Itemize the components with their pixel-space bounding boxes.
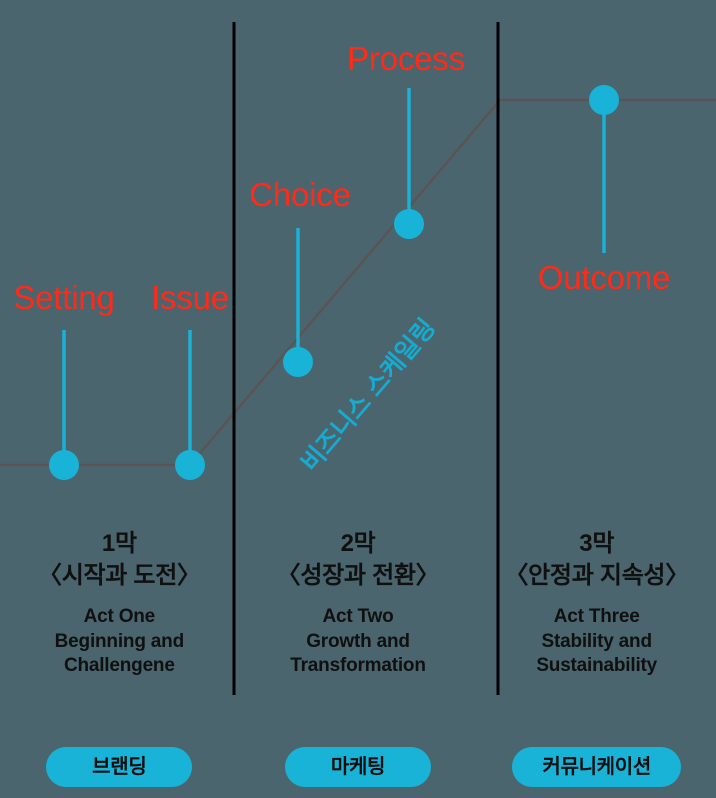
act-column-1: 1막 〈시작과 도전〉 Act One Beginning and Challe… — [0, 528, 239, 703]
act-title-en-3: Act Three Stability and Sustainability — [536, 606, 658, 676]
marker-dot-outcome[interactable] — [589, 85, 619, 115]
milestone-label-setting: Setting — [13, 279, 115, 316]
milestone-label-choice: Choice — [249, 176, 351, 213]
act-title-ko-1: 1막 〈시작과 도전〉 — [38, 530, 201, 589]
pill-cell-1: 브랜딩 — [0, 747, 239, 787]
marker-dot-choice[interactable] — [283, 347, 313, 377]
marker-dot-process[interactable] — [394, 209, 424, 239]
pill-marketing[interactable]: 마케팅 — [285, 747, 431, 787]
milestone-label-issue: Issue — [151, 279, 229, 316]
act-title-en-2: Act Two Growth and Transformation — [290, 606, 426, 676]
act-columns: 1막 〈시작과 도전〉 Act One Beginning and Challe… — [0, 528, 716, 703]
marker-dot-issue[interactable] — [175, 450, 205, 480]
marker-dot-group — [49, 85, 619, 480]
act-column-2: 2막 〈성장과 전환〉 Act Two Growth and Transform… — [239, 528, 478, 703]
pill-communication[interactable]: 커뮤니케이션 — [512, 747, 681, 787]
act-divider-group — [232, 22, 500, 695]
milestone-label-process: Process — [347, 40, 465, 77]
act-column-3: 3막 〈안정과 지속성〉 Act Three Stability and Sus… — [477, 528, 716, 703]
milestone-label-outcome: Outcome — [537, 259, 671, 296]
pill-branding[interactable]: 브랜딩 — [46, 747, 193, 787]
act-title-en-1: Act One Beginning and Challengene — [54, 606, 185, 676]
marker-dot-setting[interactable] — [49, 450, 79, 480]
category-pill-row: 브랜딩 마케팅 커뮤니케이션 — [0, 747, 716, 787]
pill-cell-2: 마케팅 — [239, 747, 478, 787]
act-title-ko-2: 2막 〈성장과 전환〉 — [276, 530, 440, 589]
pill-cell-3: 커뮤니케이션 — [477, 747, 716, 787]
act-title-ko-3: 3막 〈안정과 지속성〉 — [504, 530, 689, 589]
marker-stem-group — [62, 88, 606, 465]
